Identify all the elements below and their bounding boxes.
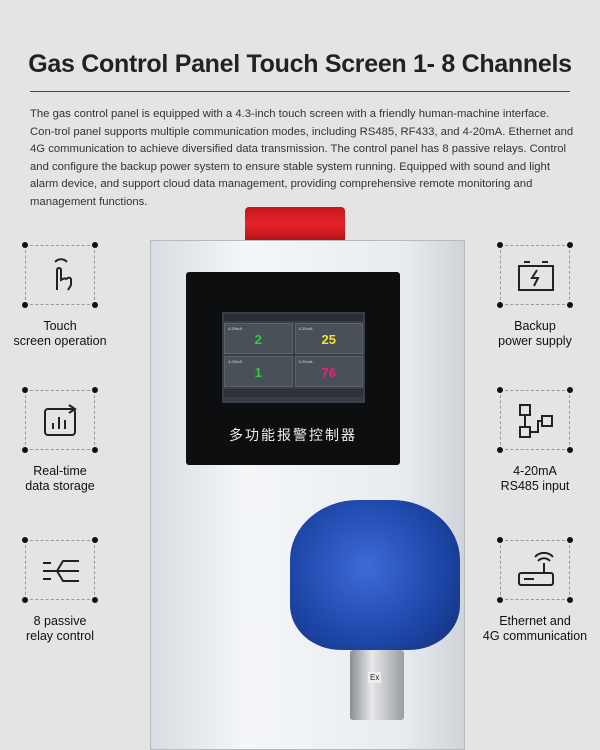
channel-unit: 4-20mA <box>228 326 243 331</box>
channel-value: 1 <box>254 365 262 380</box>
battery-icon <box>518 261 554 291</box>
channel-value: 25 <box>321 332 336 347</box>
feature-storage: Real-time data storage <box>0 387 120 494</box>
feature-label: Real-time data storage <box>25 464 95 493</box>
screen-footer <box>224 389 363 397</box>
channel-value: 2 <box>254 332 262 347</box>
relay-icon <box>43 560 79 582</box>
feature-backup-power: Backup power supply <box>475 242 595 349</box>
feature-label: Ethernet and 4G communication <box>482 614 588 643</box>
channel-cell[interactable]: 4-20mA 1 <box>224 356 293 387</box>
data-storage-icon <box>44 404 77 436</box>
feature-label: 8 passive relay control <box>25 614 95 643</box>
screen-bezel: 4-20mA 2 4-20mA 25 4-20mA 1 4-20mA 76 多功能报警控… <box>186 272 400 465</box>
feature-communication: Ethernet and 4G communication <box>475 537 595 644</box>
channel-value: 76 <box>321 365 336 380</box>
channel-cell[interactable]: 4-20mA 76 <box>294 356 363 387</box>
gas-sensor <box>290 500 460 650</box>
feature-touch: Touch screen operation <box>0 242 120 349</box>
page-title: Gas Control Panel Touch Screen 1- 8 Chan… <box>28 50 572 78</box>
feature-input: 4-20mA RS485 input <box>475 387 595 494</box>
feature-relay: 8 passive relay control <box>0 537 120 644</box>
touch-screen[interactable]: 4-20mA 2 4-20mA 25 4-20mA 1 4-20mA 76 <box>222 312 365 403</box>
channel-cell[interactable]: 4-20mA 2 <box>224 323 293 354</box>
channel-unit: 4-20mA <box>298 326 313 331</box>
sensor-probe: Ex <box>350 650 404 720</box>
channel-cell[interactable]: 4-20mA 25 <box>294 323 363 354</box>
network-icon <box>519 404 553 438</box>
feature-label: Backup power supply <box>498 319 572 348</box>
feature-label: Touch screen operation <box>13 319 107 348</box>
channel-unit: 4-20mA <box>298 359 313 364</box>
channel-unit: 4-20mA <box>228 359 243 364</box>
router-icon <box>518 551 554 586</box>
touch-icon <box>54 258 72 291</box>
title-divider <box>30 91 570 92</box>
alarm-light <box>245 207 345 243</box>
panel-label: 多功能报警控制器 <box>229 428 357 444</box>
status-bar <box>224 314 363 321</box>
description: The gas control panel is equipped with a… <box>30 108 574 208</box>
ex-mark: Ex <box>368 672 382 683</box>
feature-label: 4-20mA RS485 input <box>500 464 570 493</box>
